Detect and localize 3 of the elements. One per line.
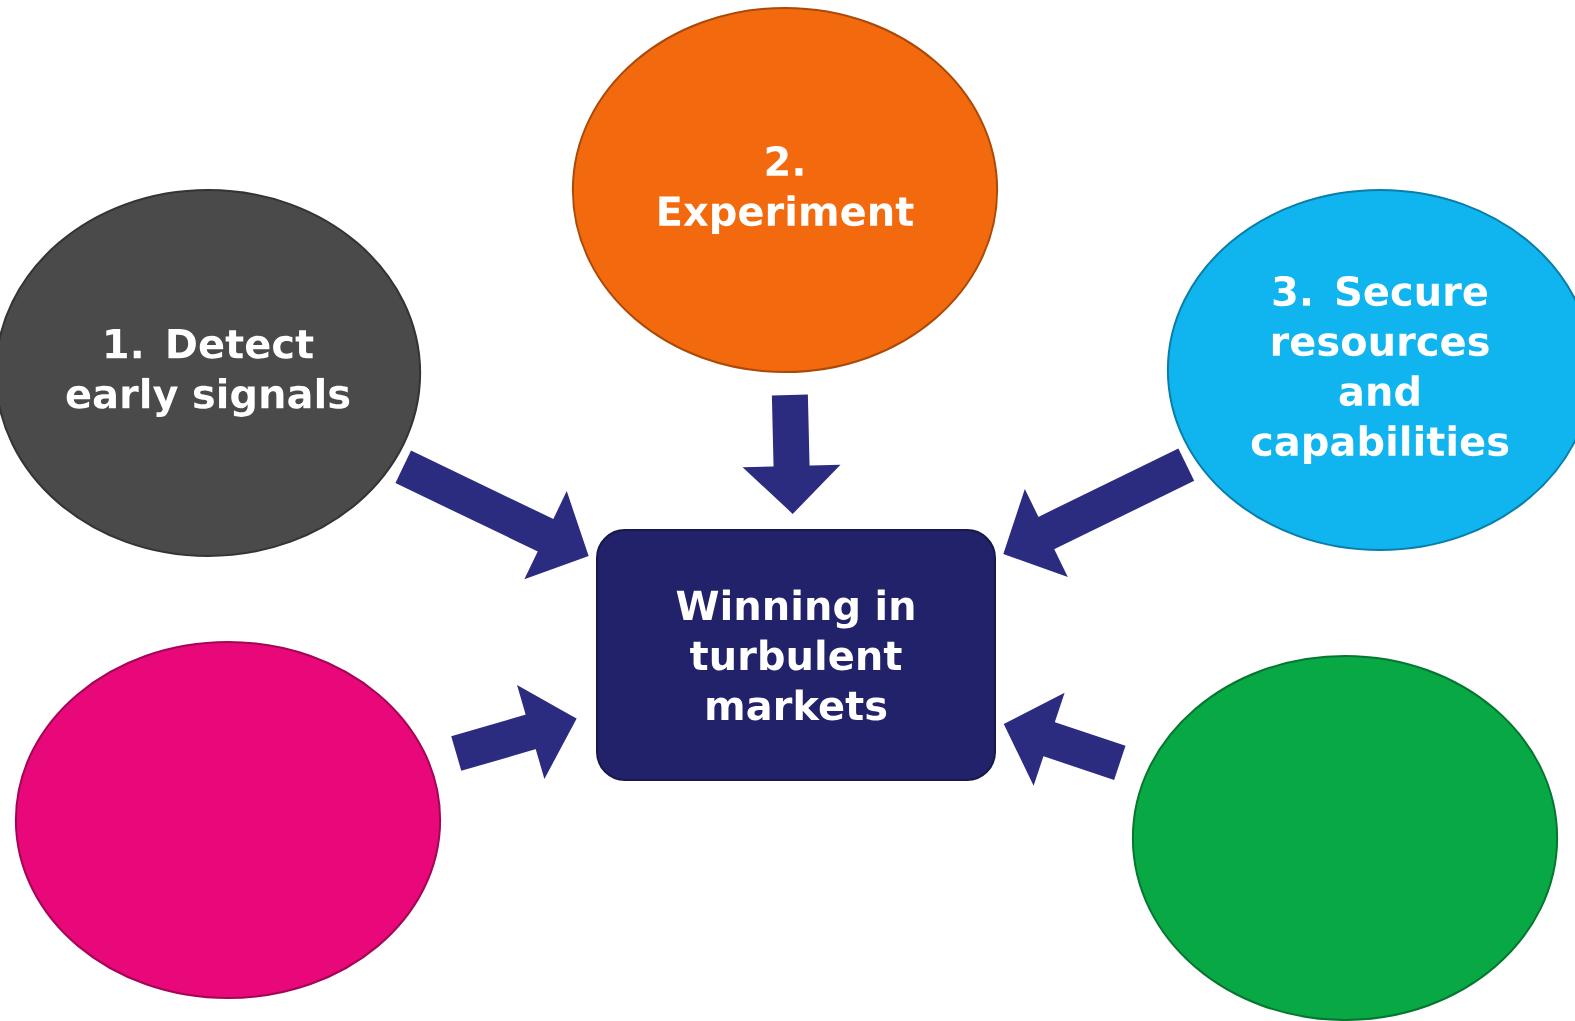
ellipse bbox=[1131, 655, 1559, 1021]
rounded-box: Winning in turbulent markets bbox=[596, 529, 996, 781]
ellipse bbox=[14, 641, 442, 999]
